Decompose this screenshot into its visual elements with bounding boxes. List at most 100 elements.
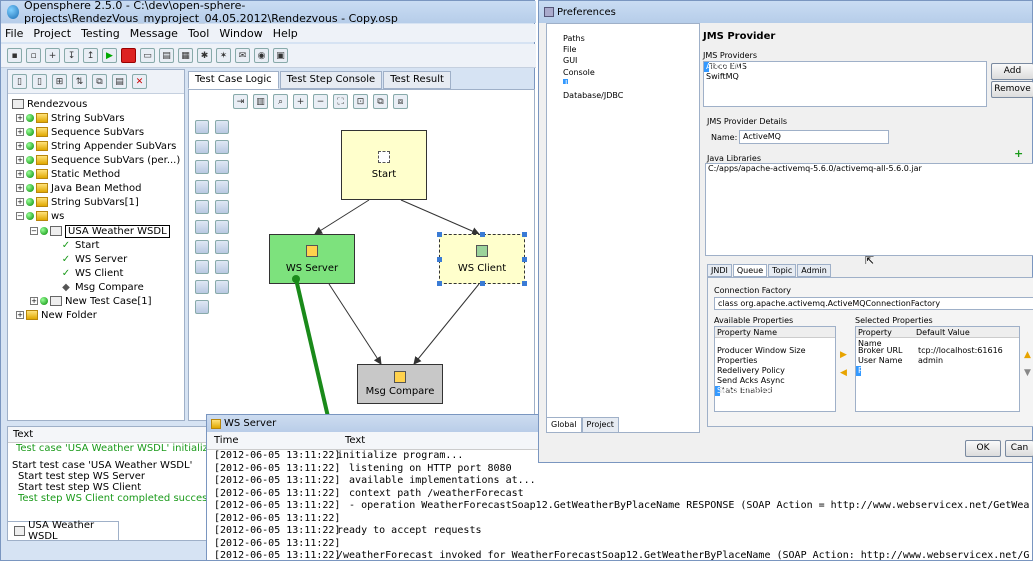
move-down-icon[interactable]: ▼ xyxy=(1024,368,1031,378)
nav-paths[interactable]: Paths xyxy=(563,34,585,43)
expand-icon[interactable]: + xyxy=(16,184,24,192)
ok-button[interactable]: OK xyxy=(965,440,1001,457)
tree-item[interactable]: +String Appender SubVars xyxy=(16,140,177,152)
new-case-icon[interactable]: ▯ xyxy=(12,74,27,89)
tree-item[interactable]: +Sequence SubVars (per...) xyxy=(16,154,181,166)
expand-icon[interactable]: + xyxy=(16,156,24,164)
menu-message[interactable]: Message xyxy=(129,26,178,40)
tree-item-test-case[interactable]: −USA Weather WSDL xyxy=(30,224,170,238)
tab-admin[interactable]: Admin xyxy=(797,264,831,277)
add-button[interactable]: Add xyxy=(991,63,1033,80)
palette-step-icon[interactable] xyxy=(215,120,229,134)
menu-testing[interactable]: Testing xyxy=(81,26,120,40)
palette-step-icon[interactable] xyxy=(215,220,229,234)
tree-item[interactable]: +String SubVars xyxy=(16,112,125,124)
import-icon[interactable]: ↧ xyxy=(64,48,79,63)
distribute-icon[interactable]: ⧈ xyxy=(393,94,408,109)
palette-step-icon[interactable] xyxy=(195,180,209,194)
palette-step-icon[interactable] xyxy=(215,140,229,154)
menu-file[interactable]: File xyxy=(5,26,24,40)
move-icon[interactable]: ⇅ xyxy=(72,74,87,89)
palette-step-icon[interactable] xyxy=(195,220,209,234)
view-icon[interactable]: ▭ xyxy=(140,48,155,63)
palette-step-icon[interactable] xyxy=(215,240,229,254)
tool-icon[interactable]: ✱ xyxy=(197,48,212,63)
tree-item-new-folder[interactable]: +New Folder xyxy=(16,309,97,321)
tree-item[interactable]: +Sequence SubVars xyxy=(16,126,145,138)
palette-step-icon[interactable] xyxy=(215,280,229,294)
property-item[interactable]: Stats Enabled xyxy=(717,386,773,395)
selection-handle[interactable] xyxy=(522,232,527,237)
selection-handle[interactable] xyxy=(437,257,442,262)
node-start[interactable]: Start xyxy=(341,130,427,200)
export-icon[interactable]: ↥ xyxy=(83,48,98,63)
expand-icon[interactable]: + xyxy=(16,170,24,178)
node-msg-compare[interactable]: Msg Compare xyxy=(357,364,443,404)
palette-step-icon[interactable] xyxy=(195,280,209,294)
nav-console[interactable]: Console xyxy=(563,68,595,77)
move-left-icon[interactable]: ◀ xyxy=(840,368,847,378)
palette-step-icon[interactable] xyxy=(195,160,209,174)
connect-icon[interactable]: ⇥ xyxy=(233,94,248,109)
palette-step-icon[interactable] xyxy=(195,260,209,274)
tab-test-step-console[interactable]: Test Step Console xyxy=(279,71,383,89)
provider-item[interactable]: ActiveMQ xyxy=(704,62,744,72)
tab-jndi[interactable]: JNDI xyxy=(707,264,732,277)
tree-icon[interactable]: ⊞ xyxy=(52,74,67,89)
palette-step-icon[interactable] xyxy=(195,120,209,134)
property-item[interactable]: Send Timeout xyxy=(715,386,773,396)
nav-database[interactable]: Database/JDBC xyxy=(563,91,624,100)
provider-item[interactable]: Tibco EMS xyxy=(706,62,747,71)
grid-icon[interactable]: ▦ xyxy=(178,48,193,63)
selection-handle[interactable] xyxy=(480,281,485,286)
move-up-icon[interactable]: ▲ xyxy=(1024,350,1031,360)
add-library-icon[interactable]: + xyxy=(1014,147,1024,160)
tab-test-case-logic[interactable]: Test Case Logic xyxy=(188,71,279,89)
palette-step-icon[interactable] xyxy=(195,300,209,314)
new-step-icon[interactable]: ▯ xyxy=(32,74,47,89)
network-icon[interactable]: ✶ xyxy=(216,48,231,63)
cancel-button[interactable]: Can xyxy=(1005,440,1033,457)
remove-button[interactable]: Remove xyxy=(991,81,1033,98)
col-text[interactable]: Text xyxy=(345,435,366,446)
menu-help[interactable]: Help xyxy=(272,26,298,40)
col-time[interactable]: Time xyxy=(214,435,239,446)
node-ws-client[interactable]: WS Client xyxy=(437,232,527,286)
message-icon[interactable]: ✉ xyxy=(235,48,250,63)
palette-step-icon[interactable] xyxy=(215,180,229,194)
add-icon[interactable]: + xyxy=(45,48,60,63)
property-item[interactable]: Send Acks Async xyxy=(717,376,785,385)
tab-test-result[interactable]: Test Result xyxy=(383,71,451,89)
menu-tool[interactable]: Tool xyxy=(187,26,210,40)
selection-handle[interactable] xyxy=(522,281,527,286)
selection-handle[interactable] xyxy=(437,281,442,286)
name-field[interactable]: ActiveMQ xyxy=(739,130,889,144)
tree-item[interactable]: +String SubVars[1] xyxy=(16,196,139,208)
expand-icon[interactable]: + xyxy=(16,128,24,136)
expand-icon[interactable]: + xyxy=(30,297,38,305)
selection-handle[interactable] xyxy=(480,232,485,237)
trash-icon[interactable]: ▥ xyxy=(253,94,268,109)
align-icon[interactable]: ⧉ xyxy=(373,94,388,109)
nav-jms-provider[interactable]: JMS Provider xyxy=(563,79,615,88)
nav-file[interactable]: File xyxy=(563,45,577,54)
tab-global[interactable]: Global xyxy=(546,417,582,433)
save-icon[interactable]: ▪ xyxy=(7,48,22,63)
tab-project[interactable]: Project xyxy=(581,417,619,433)
node-ws-server[interactable]: WS Server xyxy=(269,234,355,284)
palette-step-icon[interactable] xyxy=(215,200,229,214)
tree-step[interactable]: ✓WS Client xyxy=(61,267,124,279)
palette-step-icon[interactable] xyxy=(195,200,209,214)
zoom-icon[interactable]: ⌕ xyxy=(273,94,288,109)
console-icon[interactable]: ▤ xyxy=(159,48,174,63)
palette-step-icon[interactable] xyxy=(195,240,209,254)
nav-gui[interactable]: GUI xyxy=(563,56,578,65)
folder-icon[interactable]: ▫ xyxy=(26,48,41,63)
move-right-icon[interactable]: ▶ xyxy=(840,350,847,360)
log-tab[interactable]: USA Weather WSDL xyxy=(7,520,119,542)
property-item[interactable]: Producer Window Size xyxy=(717,346,806,355)
palette-step-icon[interactable] xyxy=(195,140,209,154)
db-icon[interactable]: ◉ xyxy=(254,48,269,63)
